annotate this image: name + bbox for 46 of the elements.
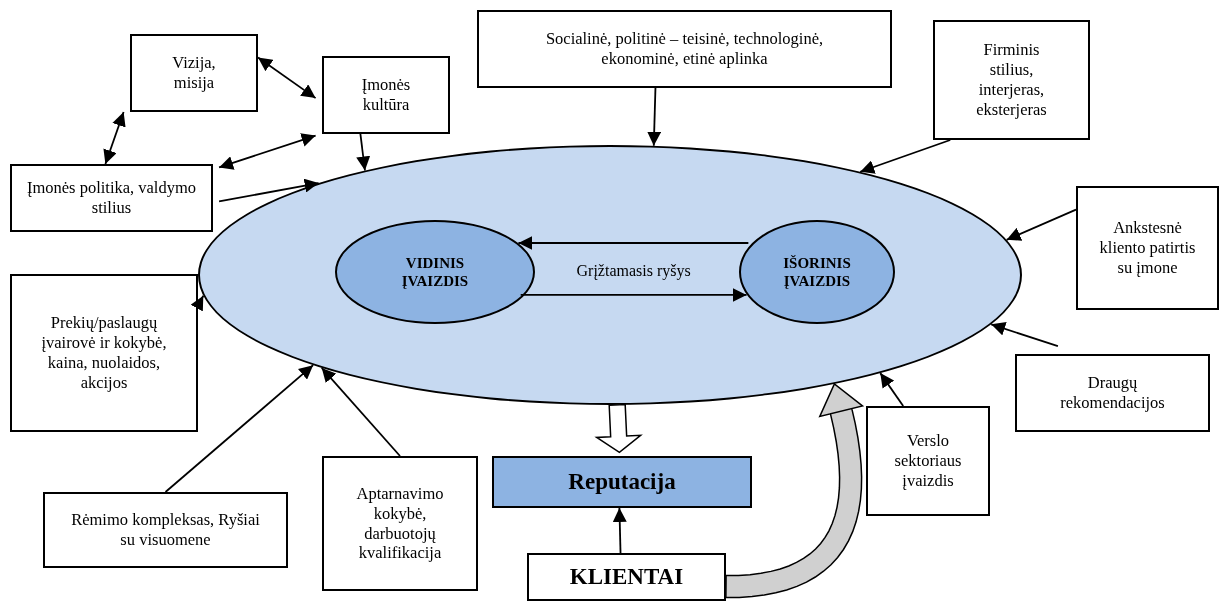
node-label: Socialinė, politinė – teisinė, technologinė, ekonominė, etinė aplinka [544,29,825,69]
process-box [322,456,478,591]
process-box [130,34,258,112]
arrow [990,322,1059,348]
node-label: Vizija, misija [171,53,217,93]
process-box [1015,354,1210,432]
arrow [190,294,205,312]
process-box [10,164,213,232]
arrow [103,111,126,165]
node-label: Rėmimo kompleksas, Ryšiai su visuomene [70,510,261,550]
arrow [612,507,627,554]
arrow [164,364,315,493]
node-label: KLIENTAI [569,563,684,591]
arrow [257,56,317,100]
arrow [859,139,952,174]
arrow [647,87,662,147]
arrow [218,133,317,170]
process-box [866,406,990,516]
curved-block-arrow [725,382,865,599]
process-box [322,56,450,134]
node-label: Draugų rekomendacijos [1059,373,1166,413]
node-label: Prekių/paslaugų įvairovė ir kokybė, kaina, nuolaidos, akcijos [40,313,168,393]
node-label: IŠORINIS ĮVAIZDIS [782,254,852,290]
arrow [517,236,750,250]
node-label: Firminis stilius, interjeras, eksterjeras [975,40,1048,120]
process-box [43,492,288,568]
node-label: Verslo sektoriaus įvaizdis [893,431,963,491]
arrow [356,133,371,172]
block-arrow [594,403,643,454]
arrow [879,372,905,407]
node-label: VIDINIS ĮVAIZDIS [400,254,470,290]
process-box [477,10,892,88]
node-label: Įmonės kultūra [360,75,412,115]
process-box [492,456,752,508]
arrow [519,287,748,302]
node-label: Ankstesnė kliento patirtis su įmone [1098,218,1197,278]
process-box [527,553,726,601]
arrow [320,367,401,457]
process-box [10,274,198,432]
arrow [218,178,320,203]
process-box [1076,186,1219,310]
process-box [933,20,1090,140]
arrow [1005,208,1077,241]
node-label: Reputacija [568,468,676,496]
node-label: Įmonės politika, valdymo stilius [26,178,197,218]
node-label: Aptarnavimo kokybė, darbuotojų kvalifikacija [355,483,445,564]
